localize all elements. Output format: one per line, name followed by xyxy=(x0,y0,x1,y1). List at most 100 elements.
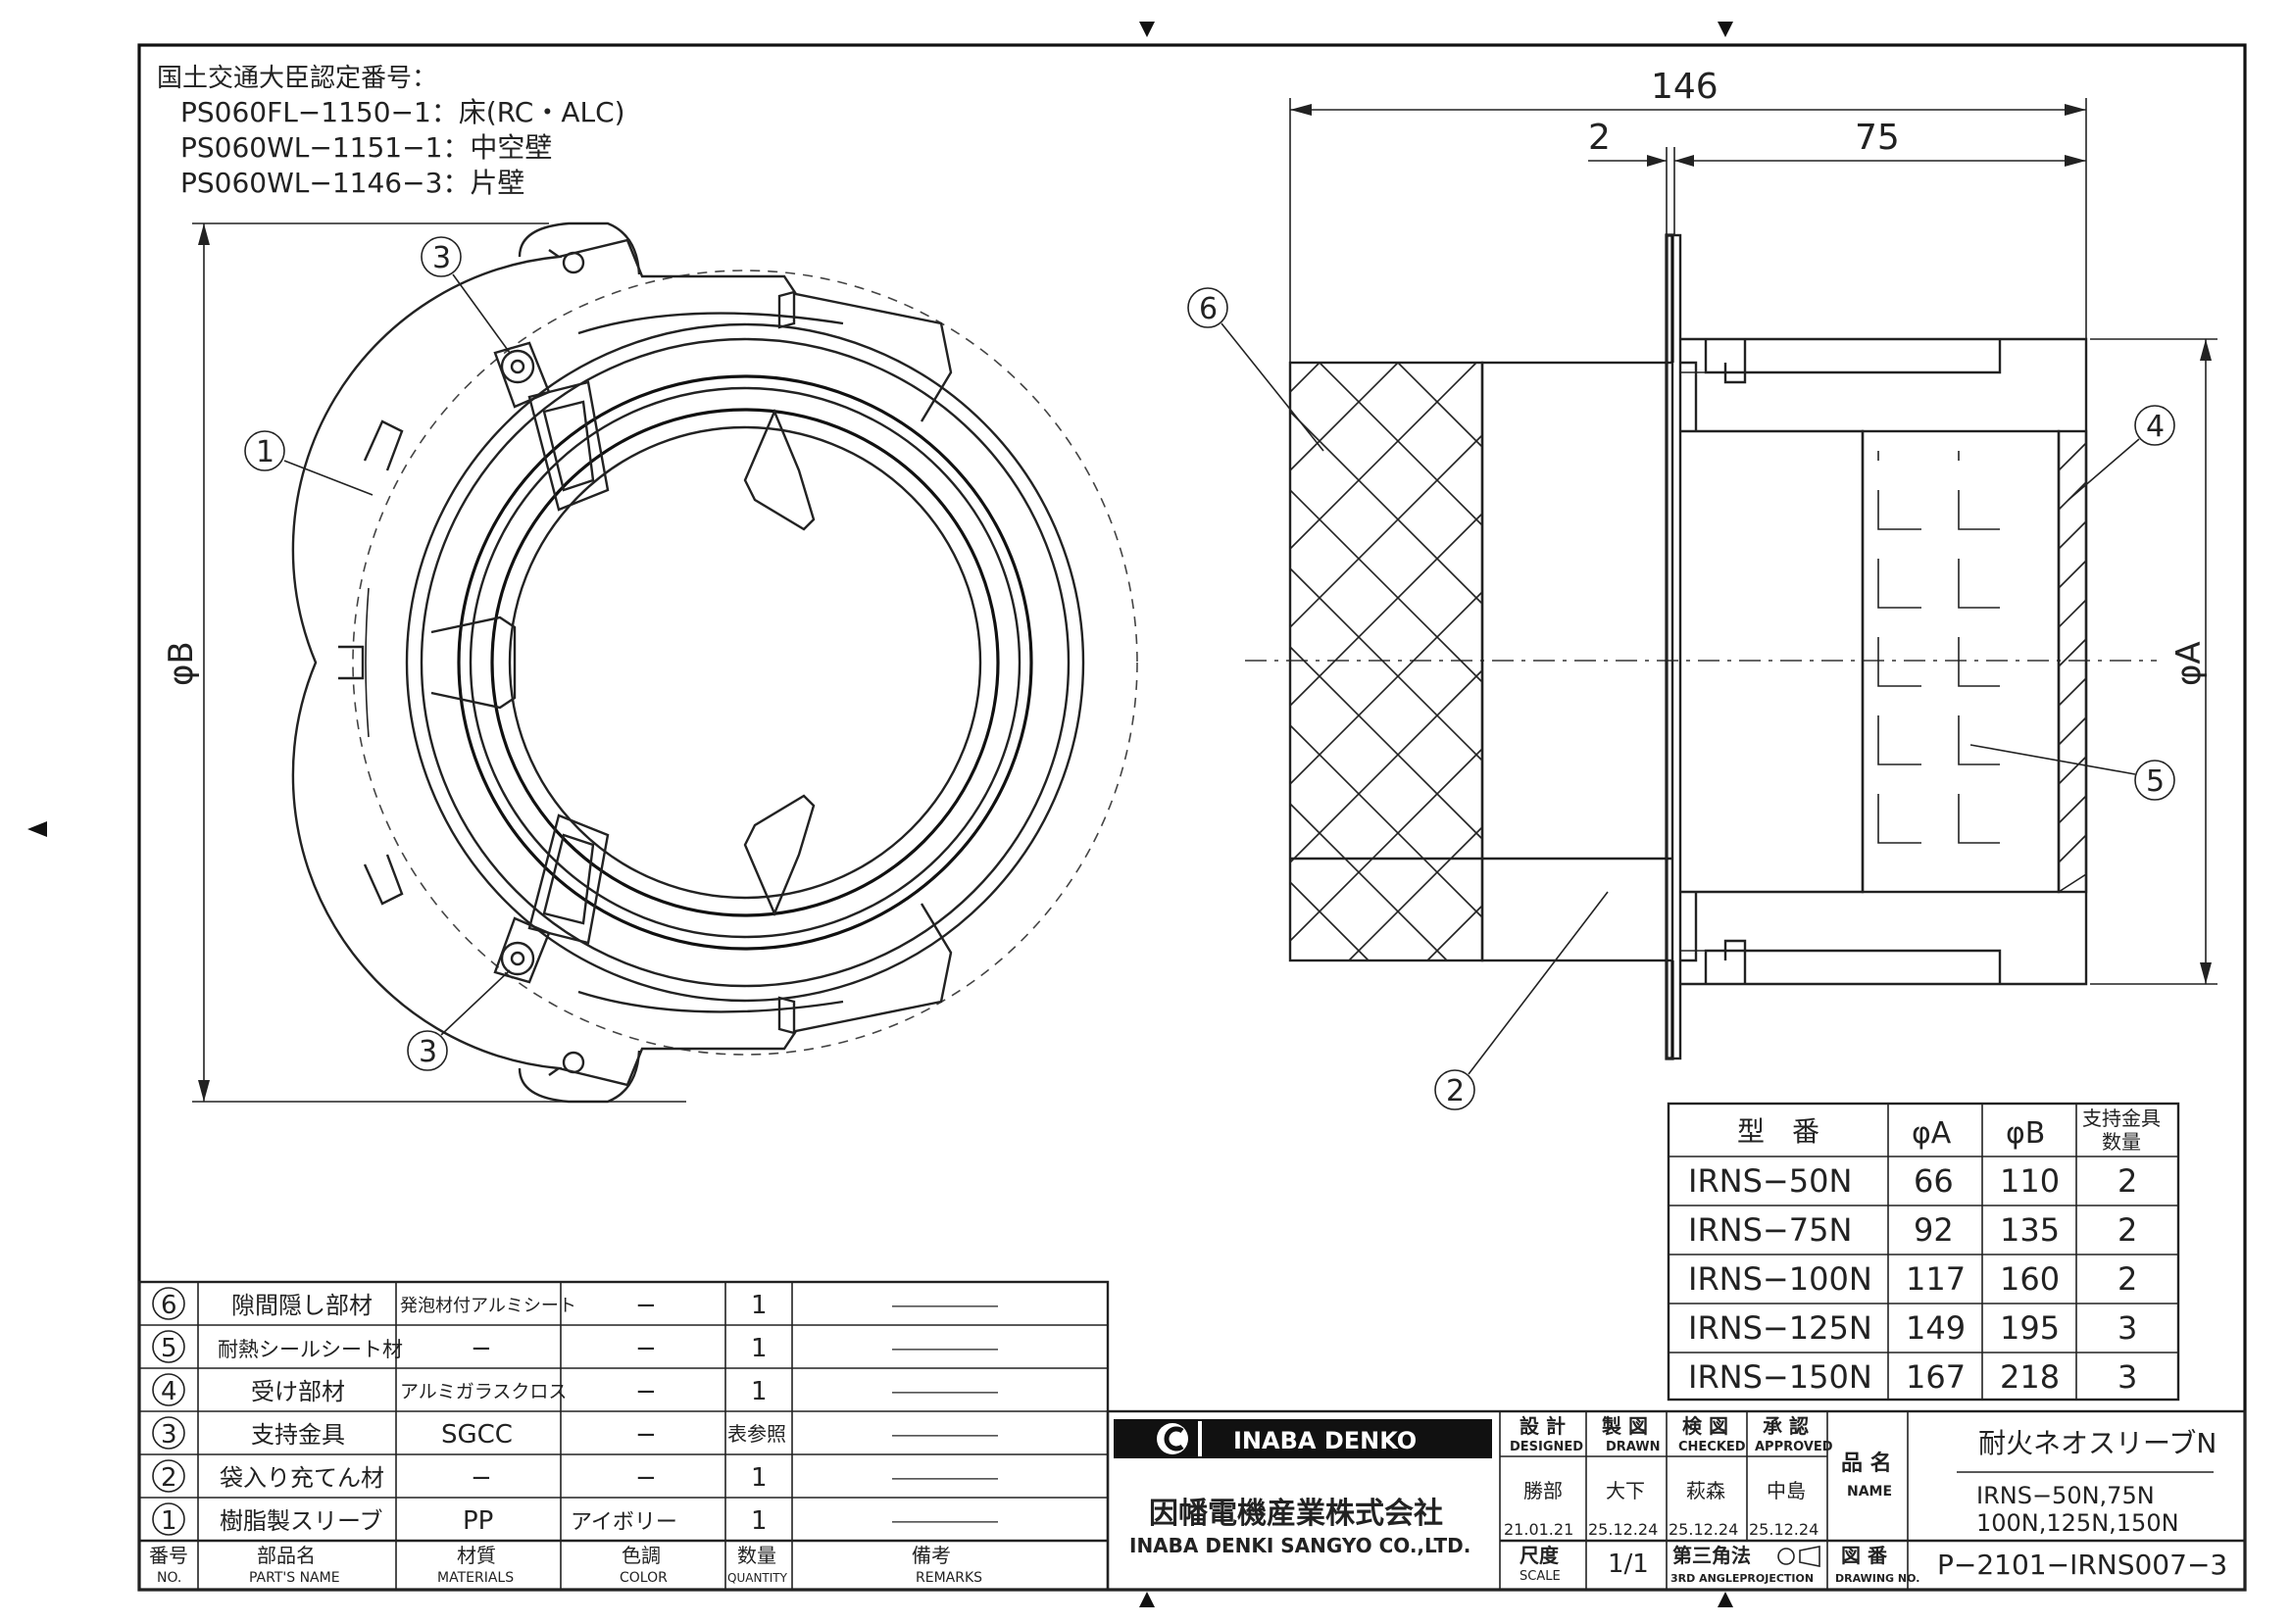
spec-header-phib: φB xyxy=(2006,1116,2045,1151)
role-designed-en: DESIGNED xyxy=(1510,1440,1583,1454)
part-name: 耐熱シールシート材 xyxy=(218,1338,403,1361)
parts-header-remarks-en: REMARKS xyxy=(916,1570,982,1586)
spec-qty: 2 xyxy=(2118,1260,2137,1298)
spec-table: 型 番 φA φB 支持金具 数量 IRNS−50N 66 110 2 IRNS… xyxy=(1667,1102,2180,1402)
part-qty: 1 xyxy=(751,1334,768,1363)
drafter-name: 大下 xyxy=(1606,1479,1645,1502)
cert-line: PS060WL−1151−1：中空壁 xyxy=(180,131,552,164)
checked-date: 25.12.24 xyxy=(1669,1520,1738,1539)
approver-name: 中島 xyxy=(1767,1479,1806,1502)
parts-header-qty: 数量 xyxy=(737,1544,776,1567)
part-name: 支持金具 xyxy=(251,1421,345,1449)
cert-heading: 国土交通大臣認定番号： xyxy=(157,64,437,93)
role-drawn-en: DRAWN xyxy=(1606,1440,1661,1454)
part-name: 隙間隠し部材 xyxy=(231,1292,373,1319)
center-mark-bottom-left xyxy=(1139,1592,1155,1607)
dim-gap: 2 xyxy=(1588,118,1611,158)
part-qty: 1 xyxy=(751,1291,768,1320)
part-color: − xyxy=(635,1291,657,1320)
part-remarks: ―――――― xyxy=(892,1425,998,1446)
part-material: SGCC xyxy=(441,1420,513,1450)
center-mark-top-right xyxy=(1718,22,1733,37)
role-drawn: 製 図 xyxy=(1602,1414,1648,1438)
brand-name: INABA DENKO xyxy=(1233,1427,1417,1454)
spec-qty: 3 xyxy=(2118,1309,2137,1347)
scale-label-en: SCALE xyxy=(1520,1569,1561,1584)
part-color: − xyxy=(635,1377,657,1406)
cert-line: PS060WL−1146−3：片壁 xyxy=(180,167,524,199)
part-name: 樹脂製スリーブ xyxy=(220,1507,383,1535)
scale-value: 1/1 xyxy=(1608,1550,1649,1579)
part-no: 5 xyxy=(161,1334,177,1363)
part-material: PP xyxy=(463,1506,493,1536)
part-material: アルミガラスクロス xyxy=(400,1381,567,1403)
product-name: 耐火ネオスリーブN xyxy=(1978,1427,2217,1459)
certification-block: 国土交通大臣認定番号： PS060FL−1150−1：床(RC・ALC) PS0… xyxy=(157,64,625,199)
parts-header-color: 色調 xyxy=(622,1544,661,1567)
balloon-1: 1 xyxy=(256,435,274,469)
part-qty: 1 xyxy=(751,1377,768,1406)
spec-phib: 135 xyxy=(2000,1211,2060,1249)
drawing-no-label-jp: 図 番 xyxy=(1841,1544,1888,1567)
checker-name: 萩森 xyxy=(1686,1479,1725,1502)
cert-line: PS060FL−1150−1：床(RC・ALC) xyxy=(180,96,625,128)
part-material: 発泡材付アルミシート xyxy=(400,1296,576,1316)
front-view: φB xyxy=(162,221,1138,1104)
spec-qty: 2 xyxy=(2118,1211,2137,1249)
part-remarks: ―――――― xyxy=(892,1339,998,1359)
dim-phi-a: φA xyxy=(2169,641,2209,686)
part-remarks: ―――――― xyxy=(892,1511,998,1532)
spec-model: IRNS−50N xyxy=(1688,1162,1852,1200)
part-color: − xyxy=(635,1334,657,1363)
projection-label-en: 3RD ANGLEPROJECTION xyxy=(1670,1572,1814,1585)
designer-name: 勝部 xyxy=(1523,1479,1563,1502)
role-approved-en: APPROVED xyxy=(1755,1440,1833,1454)
spec-phib: 160 xyxy=(2000,1260,2060,1298)
projection-label: 第三角法 xyxy=(1672,1544,1751,1567)
title-block: INABA DENKO 因幡電機産業株式会社 INABA DENKI SANGY… xyxy=(1106,1409,2247,1592)
part-color: − xyxy=(635,1420,657,1450)
drawing-number: P−2101−IRNS007−3 xyxy=(1937,1549,2227,1581)
role-approved: 承 認 xyxy=(1763,1414,1809,1438)
balloon-3: 3 xyxy=(432,241,451,275)
drawn-date: 25.12.24 xyxy=(1588,1520,1658,1539)
part-remarks: ―――――― xyxy=(892,1296,998,1316)
spec-header-bracket: 支持金具 xyxy=(2082,1107,2161,1130)
part-material: − xyxy=(471,1463,492,1493)
spec-phib: 110 xyxy=(2000,1162,2060,1200)
spec-qty: 2 xyxy=(2118,1162,2137,1200)
balloon-3: 3 xyxy=(419,1035,437,1069)
center-mark-top-left xyxy=(1139,22,1155,37)
parts-header-name-en: PART'S NAME xyxy=(249,1570,340,1586)
part-name: 受け部材 xyxy=(251,1378,345,1405)
part-no: 4 xyxy=(161,1377,177,1406)
parts-header-qty-en: QUANTITY xyxy=(727,1571,788,1585)
spec-header-phia: φA xyxy=(1912,1116,1952,1151)
company-name-en: INABA DENKI SANGYO CO.,LTD. xyxy=(1129,1534,1470,1557)
spec-model: IRNS−100N xyxy=(1688,1260,1872,1298)
spec-phia: 92 xyxy=(1914,1211,1954,1249)
balloon-6: 6 xyxy=(1199,292,1218,326)
spec-phib: 218 xyxy=(2000,1358,2060,1396)
designed-date: 21.01.21 xyxy=(1504,1520,1573,1539)
parts-list: 6 隙間隠し部材 発泡材付アルミシート − 1 ―――――― 5 耐熱シールシー… xyxy=(137,1280,1110,1592)
side-view: 146 2 75 φA xyxy=(1187,67,2217,1110)
dim-flange: 75 xyxy=(1855,118,1900,158)
drawing-no-label-en: DRAWING NO. xyxy=(1835,1572,1919,1585)
parts-header-name: 部品名 xyxy=(257,1544,316,1567)
part-no: 2 xyxy=(161,1463,177,1493)
spec-phia: 149 xyxy=(1906,1309,1966,1347)
spec-phia: 167 xyxy=(1906,1358,1966,1396)
spec-header-model: 型 番 xyxy=(1737,1115,1819,1148)
part-remarks: ―――――― xyxy=(892,1468,998,1489)
balloon-5: 5 xyxy=(2146,764,2165,799)
role-checked: 検 図 xyxy=(1682,1414,1728,1438)
projection-symbol-icon xyxy=(1777,1548,1795,1565)
parts-header-material-en: MATERIALS xyxy=(437,1570,514,1586)
part-qty: 表参照 xyxy=(727,1422,786,1446)
parts-header-no: 番号 xyxy=(149,1544,188,1567)
spec-header-qty: 数量 xyxy=(2102,1130,2141,1154)
dim-phi-b: φB xyxy=(162,641,201,686)
spec-phib: 195 xyxy=(2000,1309,2060,1347)
